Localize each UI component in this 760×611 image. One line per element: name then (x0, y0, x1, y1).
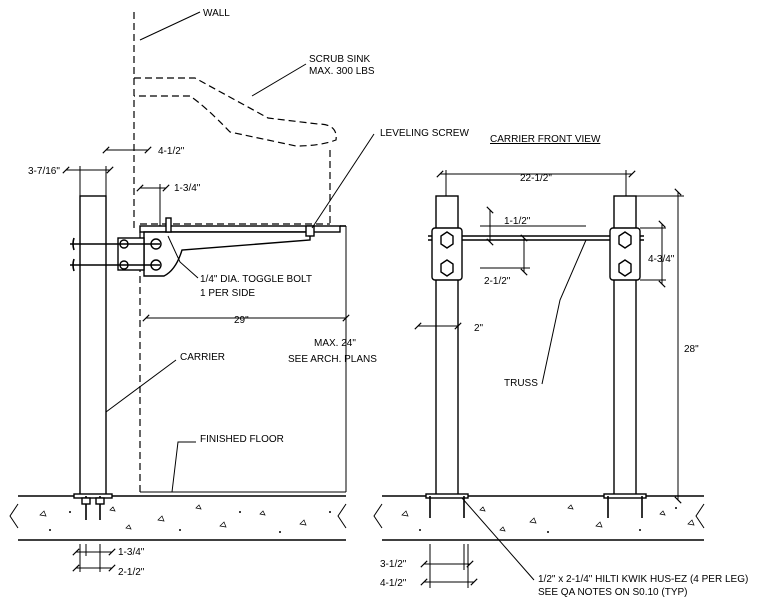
front-view-title: CARRIER FRONT VIEW (490, 134, 601, 145)
wall-label: WALL (203, 8, 230, 19)
max-24-label: MAX. 24" (314, 338, 356, 349)
dim-2-1-2-front: 2-1/2" (484, 276, 511, 287)
left-clamp-plate (431, 227, 463, 281)
concrete-aggregate-front (401, 504, 695, 533)
dim-1-3-4-bottom: 1-3/4" (118, 547, 145, 558)
concrete-aggregate (39, 504, 331, 533)
carrier-label: CARRIER (180, 352, 225, 363)
dim-4-1-2-front: 4-1/2" (380, 578, 407, 589)
per-side-label: 1 PER SIDE (200, 288, 255, 299)
max-weight-label: MAX. 300 LBS (309, 66, 375, 77)
dim-4-3-4: 4-3/4" (648, 254, 675, 265)
side-view: WALL SCRUB SINK MAX. 300 LBS LEVELING SC… (9, 8, 469, 578)
dim-4-1-2-top: 4-1/2" (158, 146, 185, 157)
carrier-post (79, 195, 107, 497)
anchor-label-1: 1/2" x 2-1/4" HILTI KWIK HUS-EZ (4 PER L… (538, 574, 748, 585)
right-clamp-plate (609, 227, 641, 281)
truss-label: TRUSS (504, 378, 538, 389)
front-view: CARRIER FRONT VIEW (373, 134, 748, 598)
dim-2-1-2-bottom: 2-1/2" (118, 567, 145, 578)
dim-2: 2" (474, 323, 484, 334)
carrier-arm-bracket (143, 231, 311, 277)
finished-floor-label: FINISHED FLOOR (200, 434, 284, 445)
arch-plans-label: SEE ARCH. PLANS (288, 354, 377, 365)
anchor-label-2: SEE QA NOTES ON S0.10 (TYP) (538, 587, 688, 598)
dim-28: 28" (684, 344, 699, 355)
leveling-screw-label: LEVELING SCREW (380, 128, 469, 139)
dim-29: 29" (234, 315, 249, 326)
dim-1-1-2: 1-1/2" (504, 216, 531, 227)
scrub-sink-label: SCRUB SINK (309, 54, 370, 65)
dim-1-3-4-top: 1-3/4" (174, 183, 201, 194)
toggle-bolt-label: 1/4" DIA. TOGGLE BOLT (200, 274, 312, 285)
dim-22-1-2: 22-1/2" (520, 173, 552, 184)
leveling-screw (305, 225, 315, 237)
scrub-sink-outline (134, 77, 337, 147)
dim-3-1-2: 3-1/2" (380, 559, 407, 570)
dim-3-7-16: 3-7/16" (28, 166, 60, 177)
